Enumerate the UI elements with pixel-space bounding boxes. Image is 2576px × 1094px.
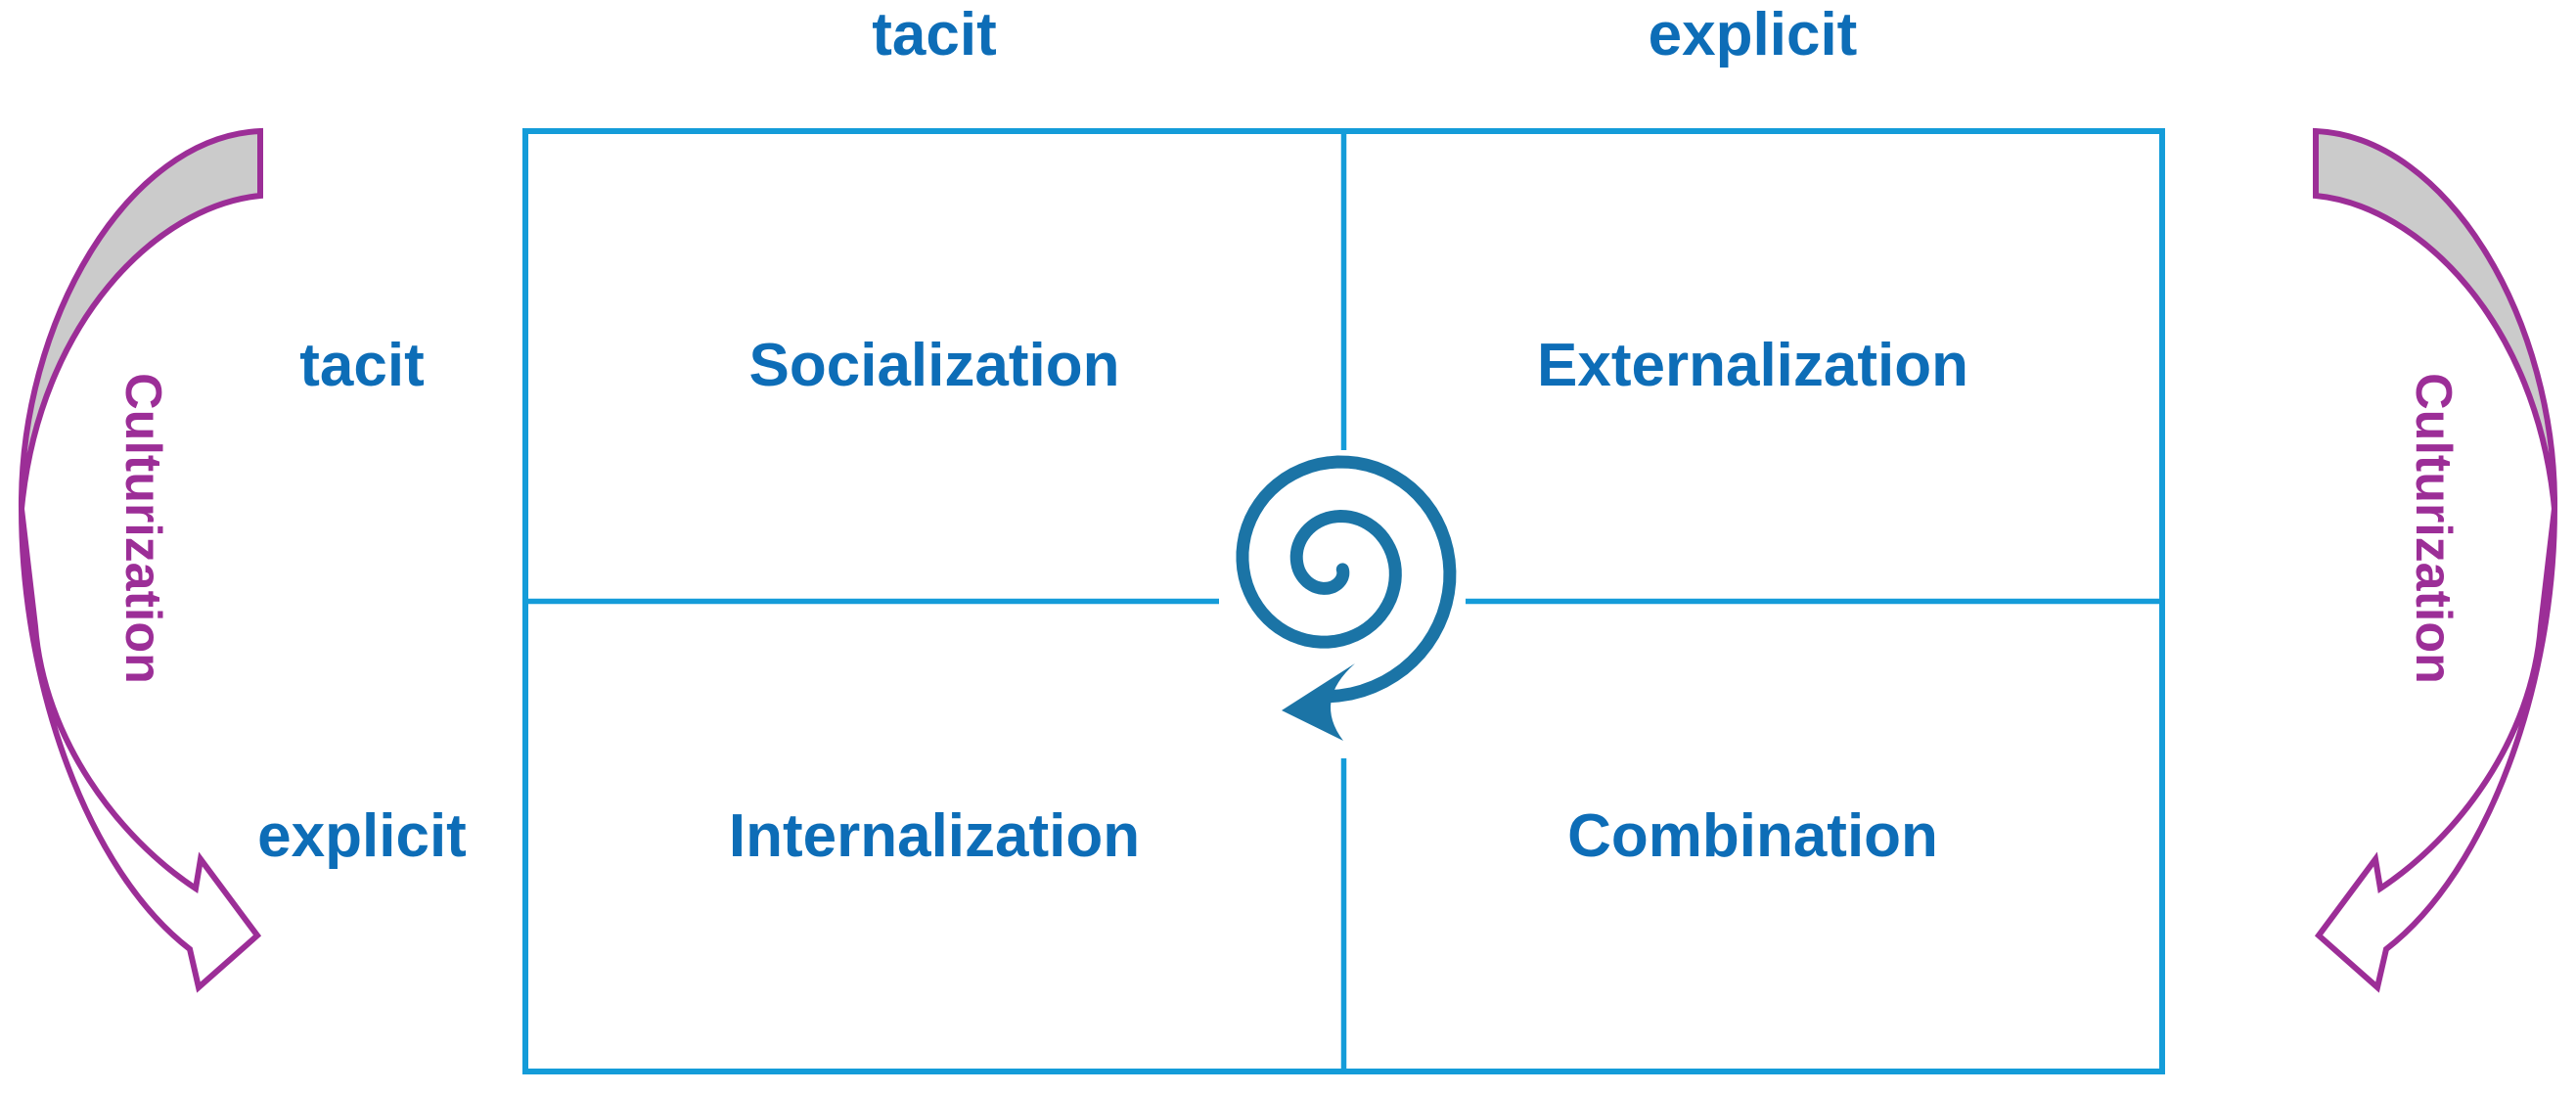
culturization-arrow-left bbox=[18, 127, 263, 993]
culturization-arrow-gray-crescent bbox=[18, 127, 263, 510]
culturization-label-right: Culturization bbox=[2405, 373, 2462, 684]
culturization-arrow-white-band bbox=[19, 508, 262, 993]
culturization-label-left: Culturization bbox=[114, 373, 171, 684]
spiral-arrowhead bbox=[1282, 663, 1355, 741]
quadrant-socialization: Socialization bbox=[748, 332, 1120, 399]
column-header-tacit: tacit bbox=[872, 1, 997, 68]
row-header-tacit: tacit bbox=[299, 332, 425, 399]
matrix-border bbox=[522, 128, 2165, 1074]
quadrant-internalization: Internalization bbox=[728, 802, 1141, 870]
row-header-explicit: explicit bbox=[257, 802, 467, 870]
quadrant-combination: Combination bbox=[1567, 802, 1938, 870]
spiral-arrow-icon bbox=[1236, 455, 1457, 741]
spiral-curve bbox=[1236, 455, 1457, 704]
quadrant-externalization: Externalization bbox=[1537, 332, 1968, 399]
matrix-grid bbox=[522, 128, 2165, 1074]
column-header-explicit: explicit bbox=[1648, 1, 1858, 68]
